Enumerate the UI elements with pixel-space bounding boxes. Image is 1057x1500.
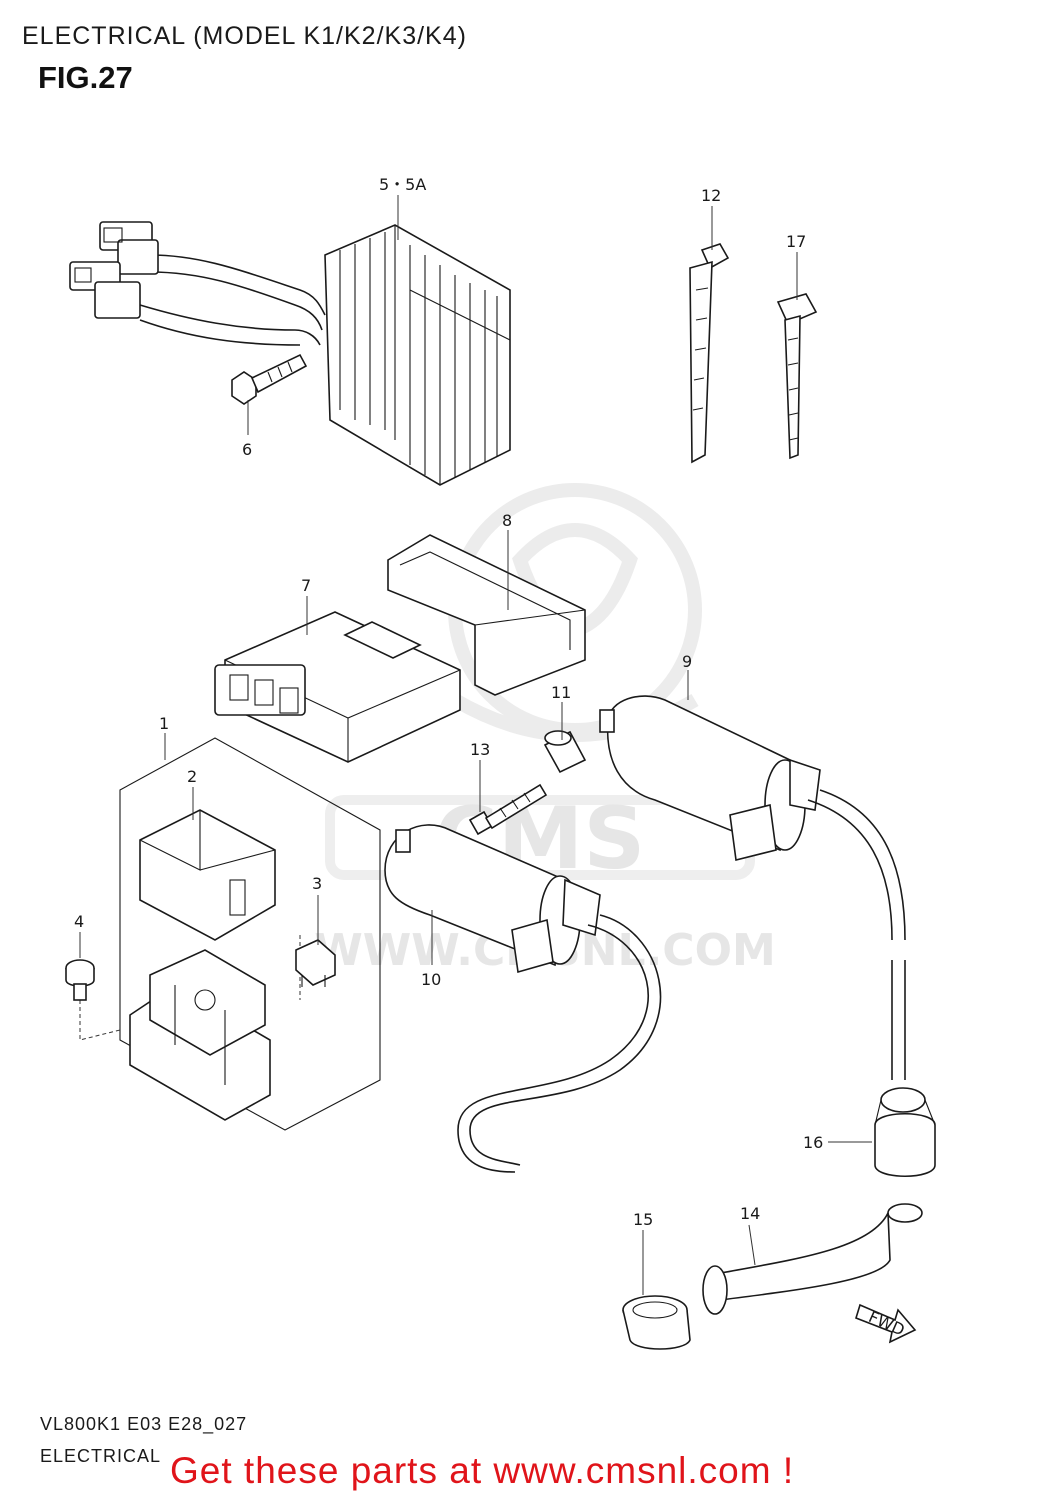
part-labels: 5・5A 6 12 17 8 7 9 11 13 1 2 3 4 10 16 1…	[74, 175, 823, 1229]
regulator-rectifier	[69, 221, 511, 486]
section-label: ELECTRICAL	[40, 1446, 162, 1466]
part-label-8: 8	[502, 511, 512, 530]
part-label-13: 13	[470, 740, 490, 759]
part-label-12: 12	[701, 186, 721, 205]
part-label-14: 14	[740, 1204, 760, 1223]
part-label-15: 15	[633, 1210, 653, 1229]
ignition-coil-9	[599, 695, 906, 1080]
cable-tie-17	[776, 293, 818, 460]
part-label-4: 4	[74, 912, 84, 931]
cap-15	[622, 1295, 691, 1350]
part-label-2: 2	[187, 767, 197, 786]
part-label-7: 7	[301, 576, 311, 595]
part-label-9: 9	[682, 652, 692, 671]
part-label-5: 5・5A	[379, 175, 426, 194]
screw-4	[65, 959, 95, 1001]
grommet-16	[874, 1087, 936, 1178]
part-label-10: 10	[421, 970, 441, 989]
bolt-6	[231, 353, 308, 405]
part-label-3: 3	[312, 874, 322, 893]
part-label-11: 11	[551, 683, 571, 702]
cover-8	[387, 534, 586, 696]
relay-assembly-1	[79, 737, 381, 1131]
part-label-16: 16	[803, 1133, 823, 1152]
promo-link[interactable]: Get these parts at www.cmsnl.com !	[170, 1450, 795, 1491]
cable-tie-12	[689, 243, 730, 464]
ignition-coil-10	[384, 824, 662, 1173]
page-title: ELECTRICAL (MODEL K1/K2/K3/K4)	[22, 22, 467, 50]
figure-number: FIG.27	[38, 60, 133, 95]
part-label-17: 17	[786, 232, 806, 251]
plug-cap-14	[702, 1203, 923, 1315]
forward-label: FWD	[866, 1307, 908, 1340]
spacer-11	[543, 730, 587, 774]
ignitor-7	[214, 611, 461, 763]
diagram-code: VL800K1 E03 E28_027	[40, 1414, 248, 1434]
part-label-6: 6	[242, 440, 252, 459]
screw-13	[468, 783, 548, 836]
forward-arrow-icon: FWD	[855, 1303, 917, 1344]
callout-leaders	[79, 195, 872, 1295]
part-label-1: 1	[159, 714, 169, 733]
